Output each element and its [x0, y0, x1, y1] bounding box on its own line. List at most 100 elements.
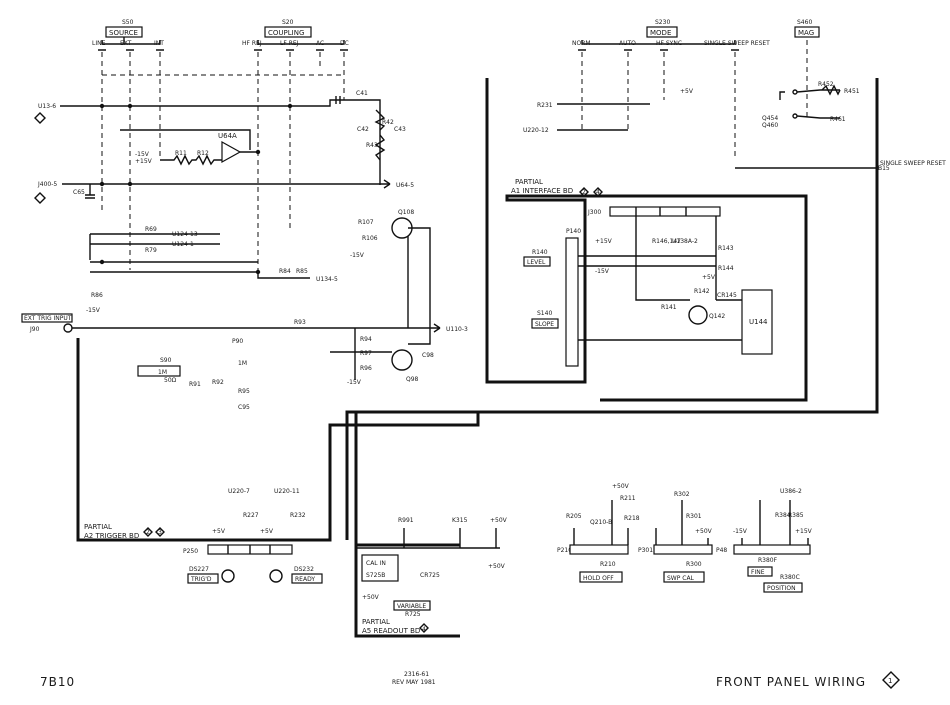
slope-box: [531, 318, 559, 329]
a2-board-sub: A2 TRIGGER BD: [84, 532, 139, 540]
p48-label: P48: [716, 547, 727, 554]
u110-3-label: U110-3: [446, 326, 468, 333]
r92-label: R92: [212, 379, 224, 386]
c41-label: C41: [356, 90, 368, 97]
source-pos-ext: EXT: [120, 40, 132, 47]
switch-contact: [127, 181, 133, 187]
c98-label: C98: [422, 352, 434, 359]
u124-13-label: U124-13: [172, 231, 198, 238]
mode-switch-name: MODE: [650, 29, 671, 37]
mode-switch-box: [646, 26, 678, 38]
c41-capacitor: [335, 96, 341, 104]
a2-board-title: PARTIAL: [84, 523, 112, 531]
a1-board-title: PARTIAL: [515, 178, 543, 186]
q460-label: Q460: [762, 122, 778, 129]
s90-1m-contact: 1M: [238, 360, 247, 367]
ready-box: [291, 573, 323, 584]
c95-label: C95: [238, 404, 250, 411]
s90-1m-label: 1M: [158, 369, 167, 376]
mode-pos-auto: AUTO: [619, 40, 636, 47]
model-number: 7B10: [40, 675, 75, 689]
u64-5-label: U64-5: [396, 182, 414, 189]
a1-board-sub: A1 INTERFACE BD: [511, 187, 573, 195]
section-marker-number: 1: [888, 677, 892, 685]
r302-label: R302: [674, 491, 690, 498]
r385-label: R385: [788, 512, 804, 519]
u386-2-label: U386-2: [780, 488, 802, 495]
r141-label: R141: [661, 304, 677, 311]
fine-label: FINE: [751, 569, 765, 576]
s725b-label: S725B: [366, 572, 385, 579]
level-box: [523, 256, 551, 267]
s90-label: S90: [160, 357, 172, 364]
cal-in-label: CAL IN: [366, 560, 386, 567]
r211-label: R211: [620, 495, 636, 502]
r301-label: R301: [686, 513, 702, 520]
r143-label: R143: [718, 245, 734, 252]
p250-label: P250: [183, 548, 198, 555]
switch-contact: [255, 269, 261, 275]
a2-ref-diamonds: [143, 527, 165, 537]
cr145-label: CR145: [717, 292, 737, 299]
title-block: 7B10 2316-61 REV MAY 1981 FRONT PANEL WI…: [40, 671, 900, 689]
u220-7-label: U220-7: [228, 488, 250, 495]
j90-connector[interactable]: [63, 323, 73, 333]
p140-wires: [578, 255, 716, 341]
a5-board-sub: A5 READOUT BD: [362, 627, 420, 635]
u220-11-label: U220-11: [274, 488, 300, 495]
p140-connector: [565, 237, 579, 367]
coupling-switch-name: COUPLING: [268, 29, 304, 37]
minus15v-label: -15V: [135, 151, 150, 158]
q108-label: Q108: [398, 209, 414, 216]
coupling-pos-hfrej: HF REJ: [242, 40, 262, 47]
q98-wiring: [330, 328, 392, 380]
p140-minus15: -15V: [595, 268, 610, 275]
p140-label: P140: [566, 228, 581, 235]
a1-ref-4: 4: [596, 189, 600, 196]
r231-label: R231: [537, 102, 553, 109]
u64a-opamp: [221, 140, 242, 164]
r210-label: R210: [600, 561, 616, 568]
ds232-led-icon: [269, 569, 283, 583]
position-plus15: +15V: [795, 528, 813, 535]
r146-147-label: R146,147: [652, 238, 681, 245]
r227-label: R227: [243, 512, 259, 519]
a5-ref-4: 4: [422, 626, 426, 633]
j300-pins: [635, 207, 687, 216]
s90-box: [137, 365, 181, 377]
u110-wire: [408, 323, 441, 333]
r205-label: R205: [566, 513, 582, 520]
r451-resistor: [821, 84, 841, 96]
p210-label: P210: [557, 547, 572, 554]
q210b-label: Q210-B: [590, 519, 612, 526]
r380f-label: R380F: [758, 557, 778, 564]
arrow-u64: [383, 179, 391, 189]
a5-readout-board: PARTIAL A5 READOUT BD 4 R991 K315 +50V +…: [354, 412, 508, 638]
trigd-box: [187, 573, 219, 584]
ds227-led-icon: [221, 569, 235, 583]
hold-off-plus50: +50V: [612, 483, 630, 490]
s140-label: S140: [537, 310, 552, 317]
p140-plus15: +15V: [595, 238, 613, 245]
switch-contact: [99, 103, 105, 109]
u144-label: U144: [749, 318, 768, 326]
p301-label: P301: [638, 547, 653, 554]
c65-capacitor: [85, 184, 95, 199]
mode-bracket: [581, 40, 736, 45]
coupling-switch-ref: S20: [282, 19, 294, 26]
source-bracket: [101, 37, 161, 45]
u64a-label: U64A: [218, 132, 237, 140]
position-wires: [741, 500, 809, 545]
c43-label: C43: [394, 126, 406, 133]
mode-pos-norm: NORM: [572, 40, 591, 47]
ds227-label: DS227: [189, 566, 209, 573]
u124-1-label: U124-1: [172, 241, 194, 248]
drawing-number: 2316-61: [404, 671, 429, 678]
r95-label: R95: [238, 388, 250, 395]
r461-label: R461: [830, 116, 846, 123]
j300-connector: [609, 206, 721, 217]
p250-plus5b: +5V: [260, 528, 274, 535]
hold-off-section: +50V R211 R205 Q210-B R218 P210 R210 HOL…: [557, 483, 640, 583]
u220-12-label: U220-12: [523, 127, 549, 134]
position-label: POSITION: [767, 585, 796, 592]
